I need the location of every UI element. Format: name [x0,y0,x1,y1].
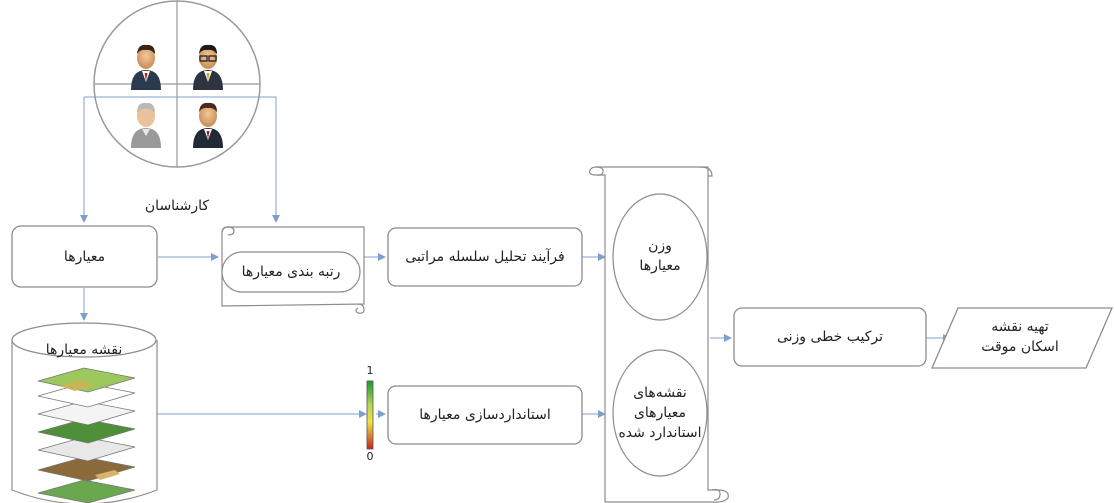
person-icon [131,102,161,148]
person-icon [193,44,223,90]
standardization-box [387,385,583,445]
standardization-scale [366,380,374,450]
output-line-1: تهیه نقشه [991,319,1049,335]
std-maps-line-3: استاندارد شده [618,425,702,441]
results-scroll [589,166,729,503]
linear-combination-box [733,307,927,367]
ahp-label: فرآیند تحلیل سلسله مراتبی [405,249,565,265]
criteria-label: معیارها [63,249,106,265]
experts-circle [93,0,261,168]
criteria-box [11,225,158,288]
weights-line-1: وزن [648,238,672,254]
scale-min-label: 0 [366,450,374,463]
person-icon [131,44,161,90]
output-label: تهیه نقشه اسکان موقت [955,317,1085,357]
criteria-maps-label: نقشه معیارها [45,342,123,358]
ranking-label: رتبه بندی معیارها [241,264,341,280]
standardization-label: استانداردسازی معیارها [419,407,551,423]
weights-label: وزن معیارها [613,236,707,276]
output-line-2: اسکان موقت [981,339,1059,355]
ranking-scroll [221,226,365,314]
scale-max-label: 1 [366,364,374,377]
connector [80,96,951,418]
std-maps-label: نقشه‌های معیارهای استاندارد شده [613,383,707,443]
person-icon [193,102,223,148]
std-maps-line-2: معیارهای [633,405,687,421]
linear-combination-label: ترکیب خطی وزنی [776,329,884,345]
ahp-box [387,227,583,287]
std-maps-line-1: نقشه‌های [633,385,687,401]
weights-line-2: معیارها [639,258,681,274]
experts-label: کارشناسان [144,198,210,214]
output-parallelogram [931,307,1113,369]
map-layers-icon [37,367,136,503]
